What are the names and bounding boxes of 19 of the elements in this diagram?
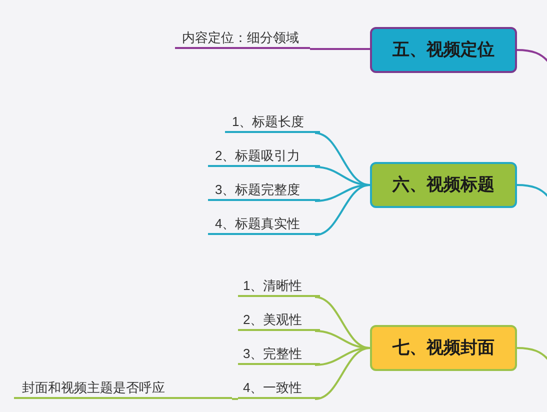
- subtopic-label: 4、标题真实性: [208, 214, 320, 235]
- subtopic-label: 3、标题完整度: [208, 180, 320, 201]
- branch-line: [314, 132, 370, 186]
- branch-line: [310, 48, 370, 50]
- subtopic-label: 内容定位：细分领域: [175, 28, 310, 49]
- branch-line: [314, 184, 370, 236]
- subtopic-label: 3、完整性: [238, 344, 320, 365]
- topic-box: 五、视频定位: [370, 27, 517, 73]
- branch-line: [314, 347, 370, 400]
- topic-box: 七、视频封面: [370, 325, 517, 371]
- subtopic-label: 2、美观性: [238, 310, 320, 331]
- subtopic-label: 1、标题长度: [225, 112, 320, 133]
- branch-line: [314, 296, 370, 349]
- topic-box: 六、视频标题: [370, 162, 517, 208]
- subtopic-label: 1、清晰性: [238, 276, 320, 297]
- subtopic-label: 2、标题吸引力: [208, 146, 320, 167]
- branch-line: [232, 398, 238, 400]
- subtopic-label: 封面和视频主题是否呼应: [14, 378, 232, 399]
- subtopic-label: 4、一致性: [238, 378, 320, 399]
